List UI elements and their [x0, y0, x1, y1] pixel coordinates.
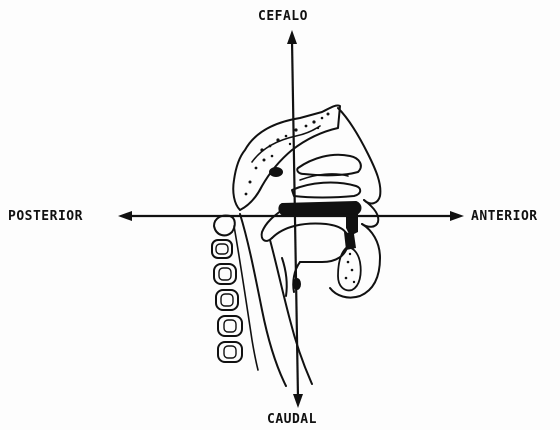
hard-palate [279, 202, 360, 216]
arrow-up-icon [287, 30, 297, 44]
vertebra-c2 [212, 240, 232, 258]
lower-teeth [344, 232, 356, 250]
label-caudal: CAUDAL [267, 413, 317, 426]
vertebra-c4 [216, 290, 238, 310]
upper-lip [362, 200, 378, 227]
label-posterior: POSTERIOR [8, 210, 83, 223]
nasal-turbinate-upper [297, 155, 361, 176]
arrow-left-icon [118, 211, 132, 221]
cranial-base [233, 105, 340, 210]
orientation-axes [118, 30, 464, 408]
vertebra-c3 [214, 264, 236, 284]
label-anterior: ANTERIOR [471, 210, 538, 223]
vertebra-c6-inner [224, 346, 236, 358]
vertebra-c5 [218, 316, 242, 336]
vertebra-c6 [218, 342, 242, 362]
arrow-down-icon [293, 394, 303, 408]
atlas-vertebra [214, 215, 235, 235]
cervical-spine [212, 215, 258, 370]
upper-teeth [346, 214, 358, 236]
lower-lip-chin [330, 224, 380, 298]
vertebra-c4-inner [221, 294, 233, 306]
vertebra-c5-inner [224, 320, 236, 332]
arrow-right-icon [450, 211, 464, 221]
tongue [272, 224, 348, 262]
vertebra-c3-inner [219, 268, 231, 280]
mandible-stipple [345, 253, 355, 283]
label-cefalo: CEFALO [258, 10, 308, 23]
vertical-axis-line [292, 40, 298, 398]
nasal-turbinate-lower [292, 183, 360, 198]
sella-dark [269, 167, 283, 177]
soft-palate [262, 210, 282, 241]
vertebra-c2-inner [216, 244, 228, 254]
